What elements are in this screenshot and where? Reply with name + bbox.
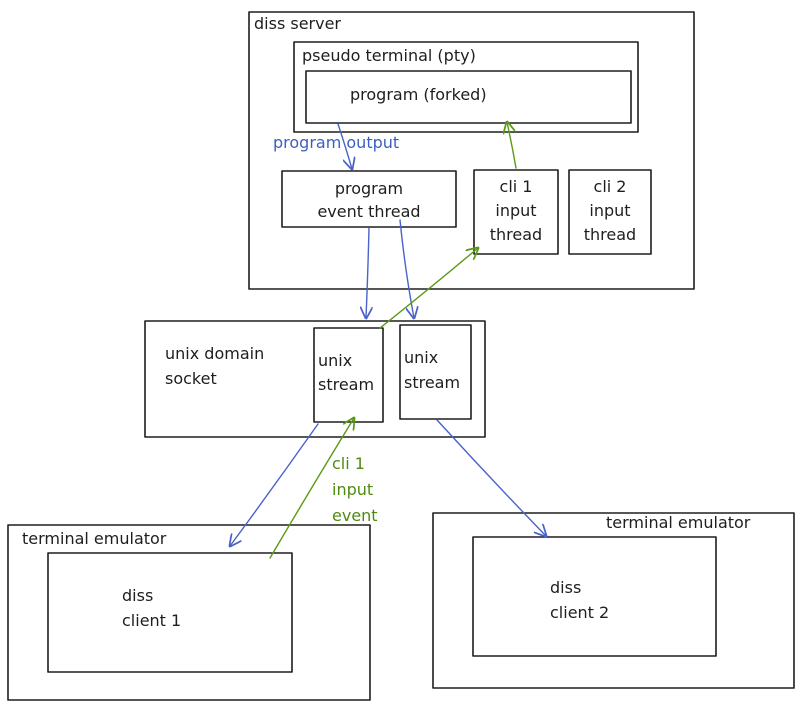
stream2-line2: stream: [404, 373, 460, 392]
terminal-emulator-1-box: terminal emulator: [7, 524, 371, 701]
program-box: program (forked): [305, 70, 632, 124]
event-thread-to-stream1-arrow: [366, 227, 369, 318]
stream2-line1: unix: [404, 348, 438, 367]
client1-line2: client 1: [122, 611, 181, 630]
event-thread-line2: event thread: [317, 202, 420, 221]
cli1-event-line3: event: [332, 506, 378, 525]
client2-line1: diss: [550, 578, 581, 597]
socket-line1: unix domain: [165, 344, 264, 363]
stream1-line1: unix: [318, 351, 352, 370]
pty-to-event-thread-arrow: [337, 123, 352, 169]
cli1-thread-line1: cli 1: [500, 177, 533, 196]
client1-box: diss client 1: [47, 552, 293, 673]
cli1-thread-line3: thread: [490, 225, 542, 244]
client1-to-stream1-arrow: [269, 418, 354, 559]
cli1-thread-box: cli 1 input thread: [473, 169, 559, 255]
diss-server-box: diss server: [248, 11, 695, 290]
socket-line2: socket: [165, 369, 217, 388]
cli1-event-line1: cli 1: [332, 454, 365, 473]
cli2-thread-line2: input: [589, 201, 630, 220]
pty-box: pseudo terminal (pty): [293, 41, 639, 133]
diss-server-label: diss server: [254, 14, 341, 33]
client1-line1: diss: [122, 586, 153, 605]
stream1-to-client1-arrow: [230, 423, 319, 546]
stream2-box: unix stream: [399, 324, 472, 420]
terminal-emulator-1-label: terminal emulator: [22, 529, 167, 548]
program-output-label: program output: [273, 133, 399, 152]
cli1-thread-line2: input: [495, 201, 536, 220]
event-thread-line1: program: [335, 179, 403, 198]
cli2-thread-box: cli 2 input thread: [568, 169, 652, 255]
cli1-event-line2: input: [332, 480, 373, 499]
stream2-to-client2-arrow: [436, 419, 546, 536]
terminal-emulator-2-label: terminal emulator: [606, 513, 751, 532]
stream1-to-cli1-thread-arrow: [379, 248, 478, 329]
client2-line2: client 2: [550, 603, 609, 622]
stream1-box: unix stream: [313, 327, 384, 423]
cli2-thread-line1: cli 2: [594, 177, 627, 196]
socket-box: unix domain socket: [144, 320, 486, 438]
cli2-thread-line3: thread: [584, 225, 636, 244]
cli1-thread-to-program-arrow: [507, 122, 517, 169]
program-label: program (forked): [350, 85, 487, 104]
terminal-emulator-2-box: terminal emulator: [432, 512, 795, 689]
client2-box: diss client 2: [472, 536, 717, 657]
event-thread-box: program event thread: [281, 170, 457, 228]
stream1-line2: stream: [318, 375, 374, 394]
event-thread-to-stream2-arrow: [399, 219, 414, 318]
pty-label: pseudo terminal (pty): [302, 46, 476, 65]
